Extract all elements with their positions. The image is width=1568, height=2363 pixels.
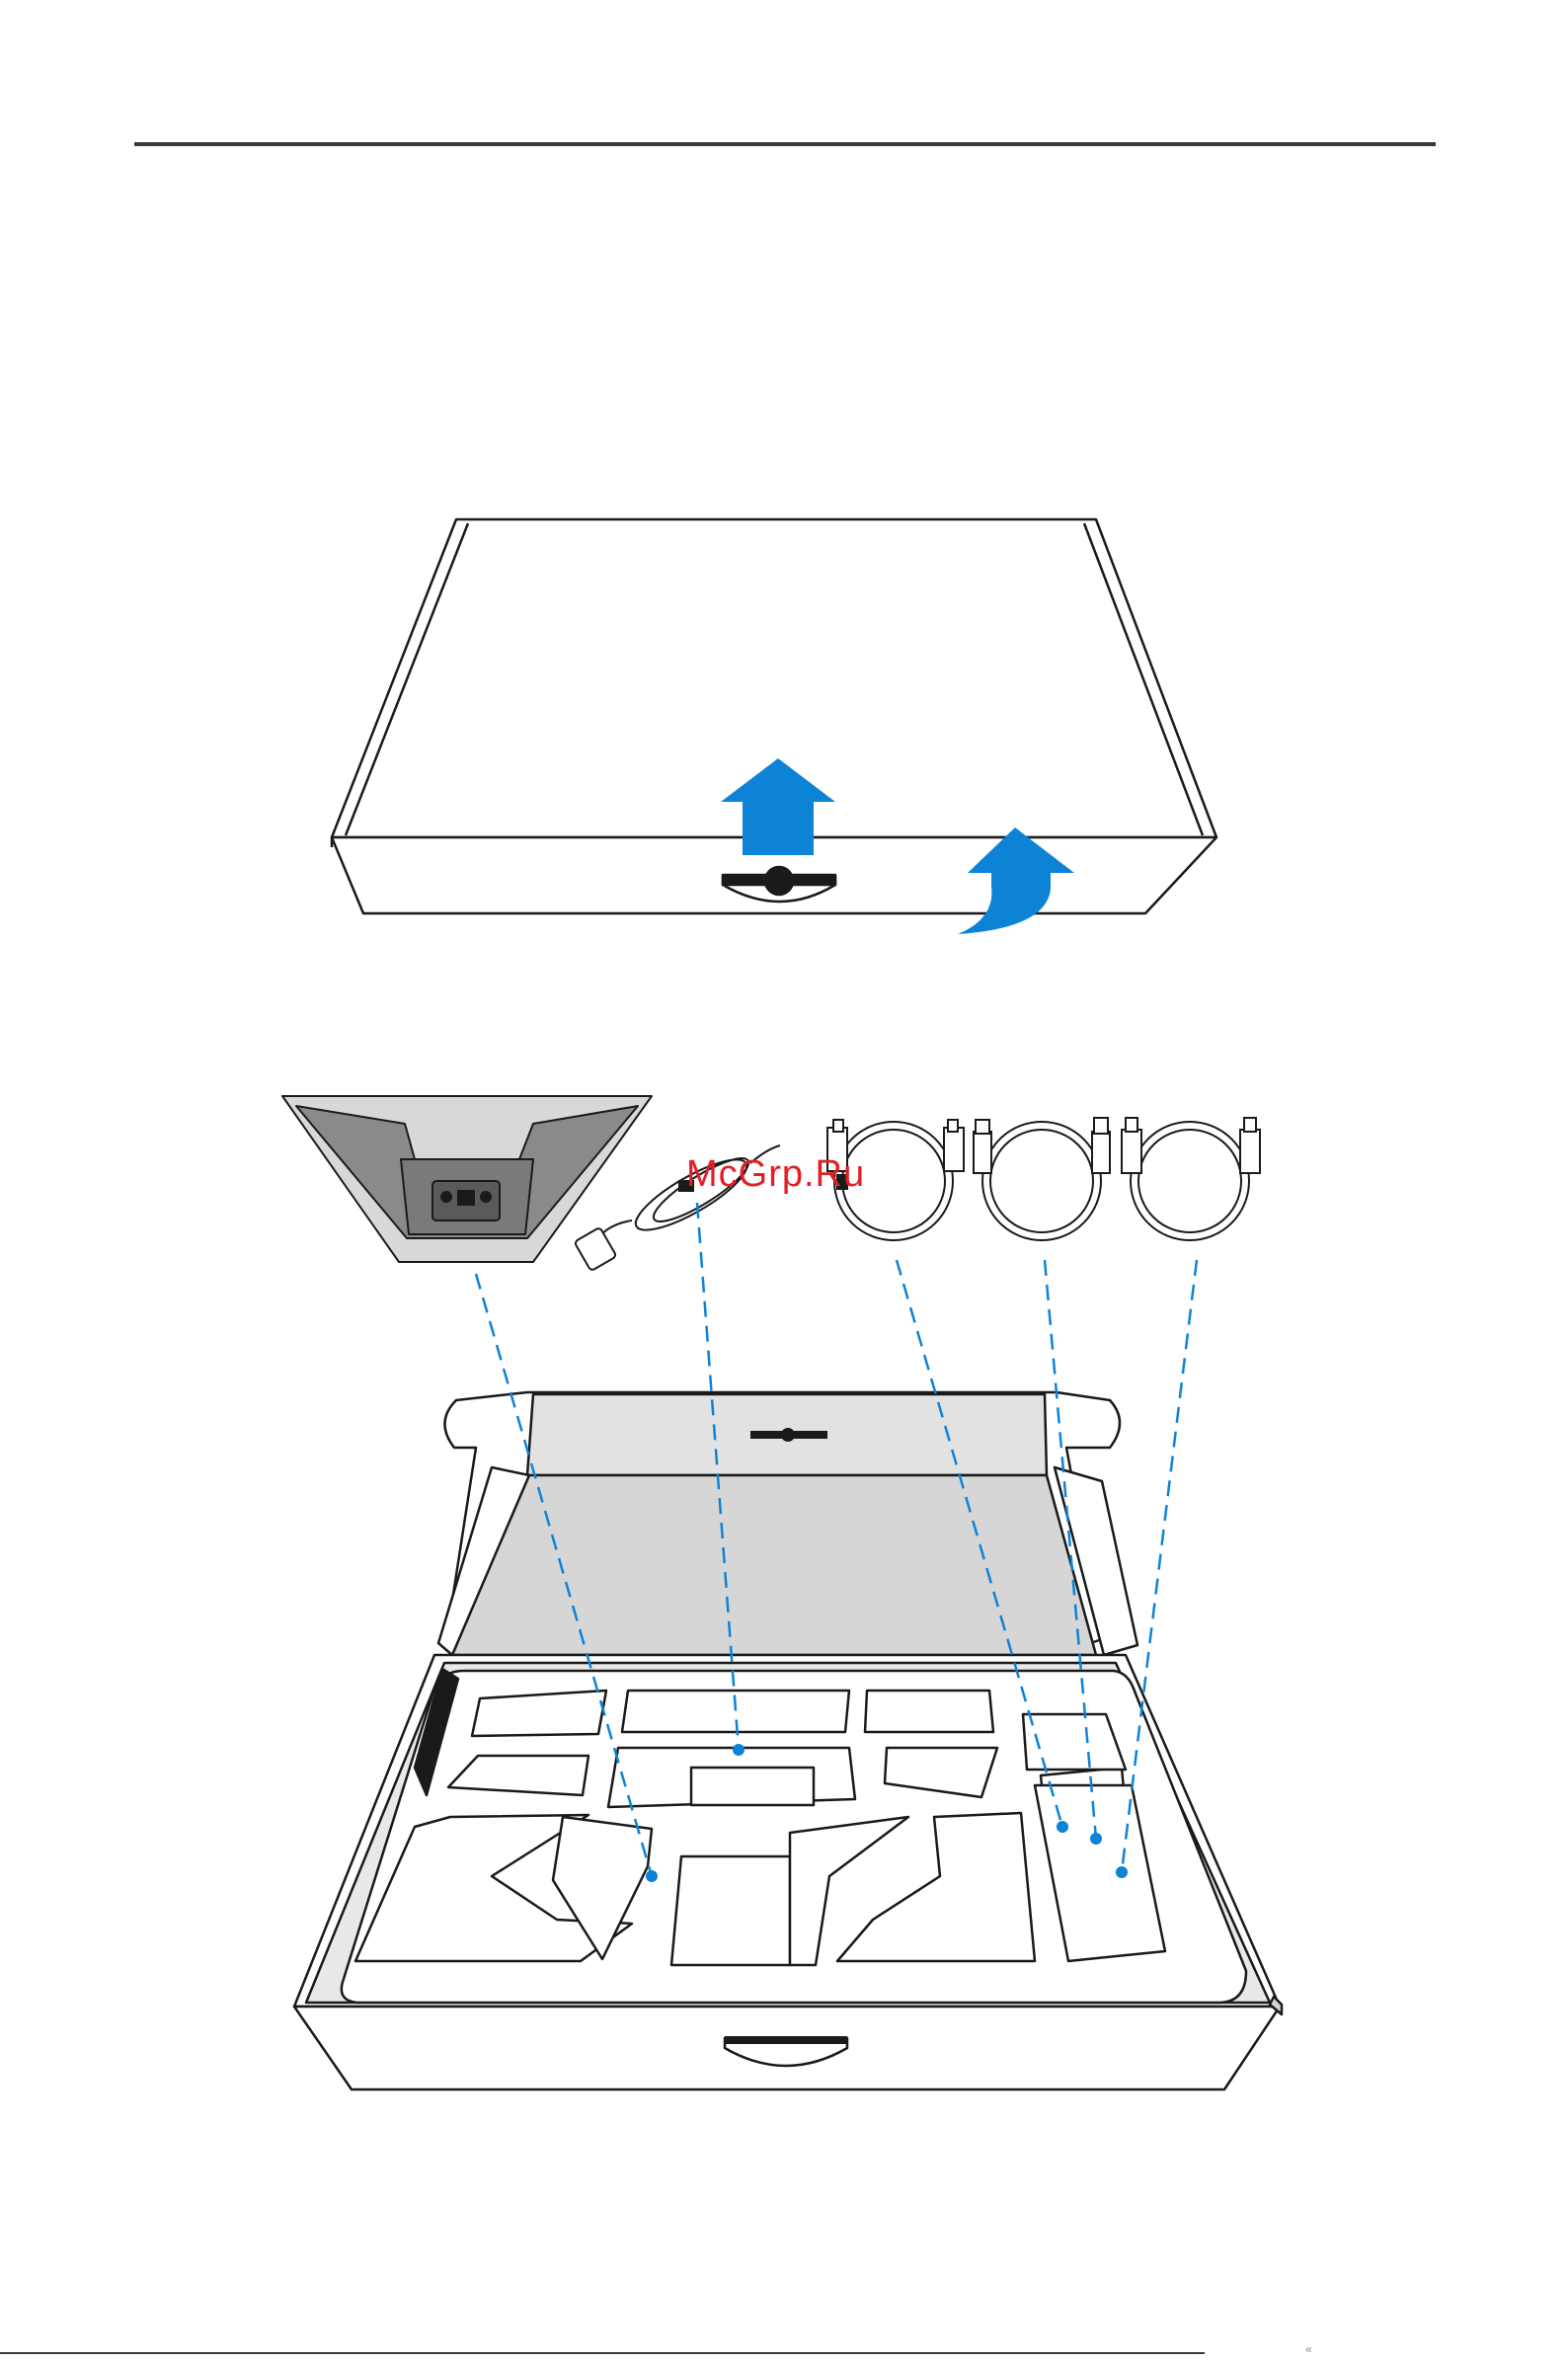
watermark-text: McGrp.Ru: [686, 1153, 865, 1196]
usb-cable: [974, 1118, 1110, 1240]
displayport-cable: [1122, 1118, 1260, 1240]
footer-rule: [0, 2352, 1205, 2354]
footer-mark: «: [1305, 2342, 1312, 2356]
open-box: [294, 1392, 1282, 2089]
